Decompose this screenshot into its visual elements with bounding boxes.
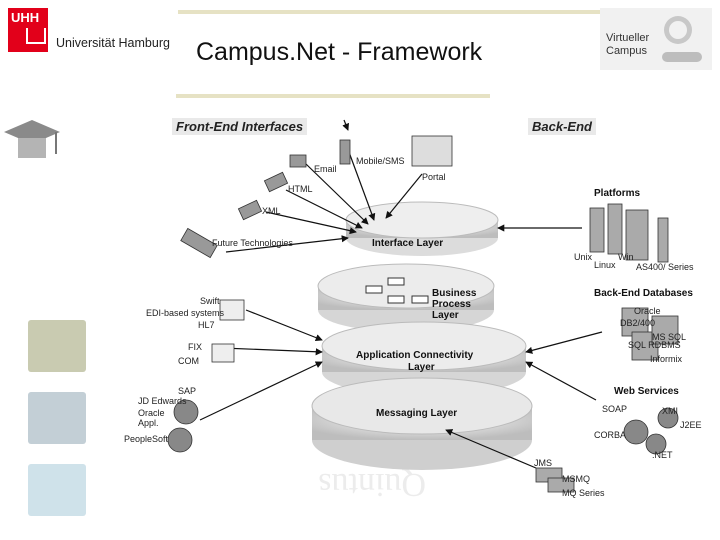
front-end-heading: Front-End Interfaces [172, 118, 308, 135]
top-rule [178, 10, 620, 14]
html-label: HTML [288, 184, 313, 194]
j2ee-label: J2EE [680, 420, 702, 430]
soap-label: SOAP [602, 404, 628, 414]
university-logo: UHH Universität Hamburg [8, 8, 170, 52]
hl7-label: HL7 [198, 320, 215, 330]
xmi-label: XMI [662, 406, 679, 416]
msmq-label: MSMQ [562, 474, 590, 484]
interface-layer-label: Interface Layer [372, 238, 444, 249]
side-square-3 [28, 464, 86, 516]
gate-icon [26, 28, 46, 44]
email-label: Email [314, 164, 337, 174]
layer-stack [311, 201, 533, 470]
framework-diagram: Quintus [116, 100, 720, 514]
mssql-label: MS SQL [652, 332, 687, 342]
edi-label: EDI-based systems [146, 308, 225, 318]
web-services-heading: Web Services [614, 386, 679, 397]
side-square-2 [28, 392, 86, 444]
virtual-campus-logo: Virtueller Campus [600, 8, 712, 70]
connectivity-layer-line1: Application Connectivity [356, 350, 474, 361]
xml-label: XML [262, 206, 281, 216]
dotnet-label: .NET [652, 450, 673, 460]
as400-label: AS400/ Series [636, 262, 694, 272]
sql-rdbms-label: SQL RDBMS [628, 340, 681, 350]
business-layer-line3: Layer [432, 310, 459, 321]
back-end-heading: Back-End [528, 118, 596, 135]
portal-label: Portal [422, 172, 446, 182]
swift-label: Swift [200, 296, 220, 306]
connectivity-layer-line2: Layer [408, 362, 435, 373]
com-label: COM [178, 356, 199, 366]
graduation-cap-icon [4, 120, 60, 158]
win-label: Win [618, 252, 634, 262]
sap-label: SAP [178, 386, 197, 396]
business-layer-line1: Business [432, 288, 477, 299]
business-layer-line2: Process [432, 299, 471, 310]
mq-series-label: MQ Series [562, 488, 605, 498]
oracle-db-label: Oracle [634, 306, 661, 316]
jms-label: JMS [534, 458, 552, 468]
oracle-appl-label: Oracle Appl. [138, 408, 165, 428]
connection-arrows [199, 119, 603, 469]
fix-label: FIX [188, 342, 203, 352]
side-square-1 [28, 320, 86, 372]
platforms-heading: Platforms [594, 188, 641, 199]
corba-label: CORBA [594, 430, 627, 440]
messaging-layer-label: Messaging Layer [376, 408, 458, 419]
future-technologies-label: Future Technologies [212, 238, 293, 248]
informix-label: Informix [650, 354, 683, 364]
uhh-logo-mark: UHH [8, 8, 48, 52]
jd-edwards-label: JD Edwards [138, 396, 187, 406]
db2-label: DB2/400 [620, 318, 656, 328]
page-title: Campus.Net - Framework [196, 38, 483, 66]
diagram-graphics: Quintus [167, 119, 679, 503]
university-name: Universität Hamburg [56, 36, 170, 50]
mobile-label: Mobile/SMS [356, 156, 405, 166]
svg-text:Quintus: Quintus [318, 466, 426, 503]
campus-globe-icon [662, 16, 702, 62]
databases-heading: Back-End Databases [594, 288, 693, 299]
peoplesoft-label: PeopleSoft [124, 434, 169, 444]
unix-label: Unix [574, 252, 593, 262]
bottom-rule [176, 94, 490, 98]
linux-label: Linux [594, 260, 616, 270]
